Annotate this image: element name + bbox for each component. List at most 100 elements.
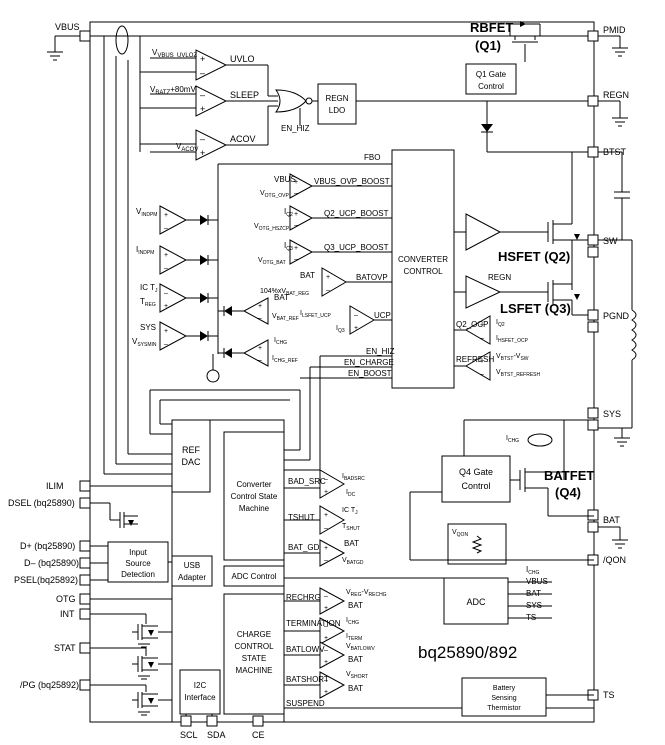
svg-text:+: +: [326, 274, 330, 281]
pin-pmid: [587, 30, 599, 42]
svg-text:CONTROL: CONTROL: [234, 642, 274, 651]
svg-text:IQ2: IQ2: [284, 207, 293, 218]
ground-icon: [612, 539, 628, 549]
svg-text:+: +: [324, 659, 328, 666]
svg-text:ADC Control: ADC Control: [232, 572, 277, 581]
svg-text:BAT: BAT: [348, 655, 363, 664]
svg-text:+: +: [324, 635, 328, 642]
svg-text:+: +: [354, 325, 358, 332]
rechrg-comparator: –+: [319, 587, 346, 615]
svg-text:–: –: [294, 222, 298, 229]
svg-text:Input: Input: [129, 548, 148, 557]
svg-text:+: +: [164, 252, 168, 259]
otg-label: OTG: [56, 594, 76, 604]
svg-text:–: –: [480, 335, 484, 342]
refresh-comparator: +–: [465, 351, 491, 381]
pin-dplus: [79, 540, 91, 552]
lsfet-driver: [465, 275, 502, 309]
svg-text:–: –: [258, 357, 262, 364]
svg-text:–: –: [480, 371, 484, 378]
svg-text:Q4 Gate: Q4 Gate: [459, 467, 493, 477]
svg-text:BAT: BAT: [274, 293, 289, 302]
svg-text:BAT: BAT: [300, 271, 315, 280]
bad-src-comparator: –+: [319, 469, 345, 499]
input-source-detection-block: [107, 541, 169, 583]
svg-text:CONTROL: CONTROL: [403, 267, 443, 276]
svg-text:+: +: [164, 303, 168, 310]
svg-text:ADC: ADC: [466, 597, 486, 607]
pin-psel: [79, 574, 91, 586]
svg-text:Control State: Control State: [231, 492, 278, 501]
svg-text:ICHG: ICHG: [274, 337, 287, 346]
svg-text:–: –: [324, 593, 328, 600]
pin-otg: [79, 593, 91, 605]
converter-control-block: [391, 149, 455, 389]
pmid-label: PMID: [603, 25, 626, 35]
svg-text:Control: Control: [478, 82, 504, 91]
svg-text:Interface: Interface: [184, 693, 216, 702]
svg-text:VBUS: VBUS: [274, 175, 296, 184]
svg-text:–: –: [258, 315, 262, 322]
bat-gd-comparator: +–: [319, 539, 346, 567]
ground-icon: [612, 47, 628, 57]
ref-dac-block: [171, 419, 211, 493]
svg-text:REGN: REGN: [488, 273, 511, 282]
svg-text:–: –: [294, 256, 298, 263]
q2-ucp-label: Q2_UCP_BOOST: [324, 209, 389, 218]
svg-text:–: –: [164, 341, 168, 348]
ground-icon: [612, 117, 628, 127]
svg-text:+: +: [294, 211, 298, 218]
svg-text:+: +: [164, 212, 168, 219]
usb-adapter-block: [171, 555, 213, 587]
vbus-pin-label: VBUS: [55, 22, 80, 32]
pin-vbus: [79, 30, 91, 42]
iindpm-comparator: +–: [159, 245, 188, 275]
stat-label: STAT: [54, 643, 76, 653]
thermistor-block: [461, 677, 547, 717]
svg-text:–: –: [164, 225, 168, 232]
regn-ldo-block: [317, 83, 357, 125]
bootstrap-diode-icon: [481, 124, 493, 132]
regn-label: REGN: [603, 90, 629, 100]
tshut-label: TSHUT: [288, 513, 315, 522]
svg-text:VBATGD: VBATGD: [342, 557, 364, 566]
svg-text:IBADSRC: IBADSRC: [342, 473, 365, 482]
svg-text:VSHORT: VSHORT: [346, 671, 368, 680]
svg-text:Thermistor: Thermistor: [487, 705, 521, 712]
chip-outline: [89, 21, 595, 723]
dsel-label: DSEL (bq25890): [8, 498, 75, 508]
svg-text:VBAT_REF: VBAT_REF: [272, 313, 299, 322]
svg-text:Converter: Converter: [236, 480, 271, 489]
svg-text:VOTG_HSZCP: VOTG_HSZCP: [254, 223, 290, 232]
converter-state-machine-block: [223, 431, 285, 561]
sda-label: SDA: [207, 730, 226, 740]
svg-text:104%xVBAT_REG: 104%xVBAT_REG: [260, 288, 309, 297]
svg-text:TREG: TREG: [140, 297, 156, 308]
scl-label: SCL: [180, 730, 198, 740]
svg-text:+: +: [324, 545, 328, 552]
svg-text:+: +: [294, 179, 298, 186]
pin-pgnd: [587, 309, 599, 333]
svg-text:–: –: [200, 90, 205, 100]
pin-sys: [587, 407, 599, 431]
svg-text:+: +: [258, 345, 262, 352]
stat-transistor-icon: [132, 656, 172, 680]
en-hiz-signal-label: EN_HIZ: [366, 347, 395, 356]
svg-text:Q1 Gate: Q1 Gate: [476, 70, 507, 79]
q4-gate-control-block: [441, 455, 511, 503]
svg-text:–: –: [324, 677, 328, 684]
sleep-label: SLEEP: [230, 90, 259, 100]
svg-text:IDC: IDC: [346, 489, 356, 498]
pin-pg: [79, 679, 91, 691]
svg-text:TSHUT: TSHUT: [342, 523, 360, 532]
dplus-label: D+ (bq25890): [20, 541, 75, 551]
svg-text:+: +: [324, 689, 328, 696]
svg-text:+: +: [200, 104, 205, 114]
pin-btst: [587, 146, 599, 158]
svg-text:–: –: [294, 190, 298, 197]
svg-text:Source: Source: [125, 559, 151, 568]
i2c-interface-block: [179, 669, 221, 715]
svg-text:ICHG_REF: ICHG_REF: [272, 355, 298, 364]
acov-label: ACOV: [230, 134, 256, 144]
svg-text:+: +: [258, 303, 262, 310]
